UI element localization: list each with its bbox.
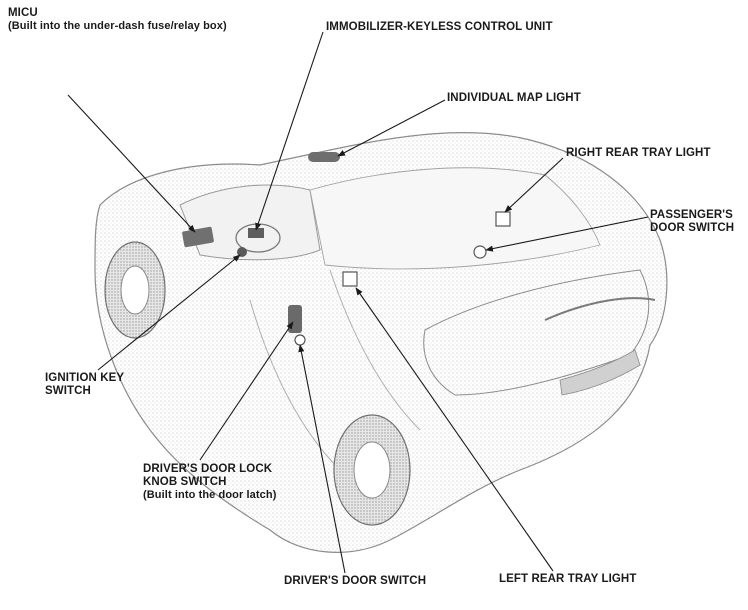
label-left-rear-tray-light: LEFT REAR TRAY LIGHT [499, 573, 636, 586]
label-micu: MICU (Built into the under-dash fuse/rel… [8, 7, 227, 33]
map-light-unit [308, 152, 340, 162]
door-lock-line1: DRIVER'S DOOR LOCK [143, 463, 273, 475]
label-right-rear-tray-light: RIGHT REAR TRAY LIGHT [566, 147, 711, 160]
rear-spoiler [544, 297, 656, 321]
label-passenger-door-switch: PASSENGER'S DOOR SWITCH [650, 209, 734, 235]
ignition-line2: SWITCH [45, 385, 91, 397]
leader-right-rear-tray [504, 157, 564, 213]
driver-door-title: DRIVER'S DOOR SWITCH [284, 575, 427, 587]
immobilizer-unit [248, 228, 264, 238]
micu-title: MICU [8, 7, 38, 19]
leader-micu [67, 94, 196, 233]
right-rear-tray-title: RIGHT REAR TRAY LIGHT [566, 147, 711, 159]
right-rear-tray-light-unit [495, 211, 511, 227]
leader-passenger-door [485, 216, 649, 252]
label-door-lock-knob-switch: DRIVER'S DOOR LOCK KNOB SWITCH (Built in… [143, 463, 276, 502]
leader-map-light [337, 99, 446, 157]
label-driver-door-switch: DRIVER'S DOOR SWITCH [284, 575, 426, 588]
map-light-title: INDIVIDUAL MAP LIGHT [447, 92, 581, 104]
taillight [559, 349, 641, 396]
windshield [179, 184, 321, 261]
ignition-line1: IGNITION KEY [45, 372, 125, 384]
leader-lines [67, 31, 649, 574]
passenger-door-switch-unit [473, 245, 487, 259]
roof-panel [309, 167, 601, 270]
left-rear-tray-light-unit [342, 271, 358, 287]
door-lock-knob-switch-unit [288, 305, 302, 333]
driver-door-switch-unit [294, 334, 306, 346]
door-lock-note: (Built into the door latch) [143, 489, 277, 501]
car-body [94, 131, 668, 553]
ignition-switch-unit [237, 247, 247, 257]
leader-left-rear-tray [355, 287, 554, 572]
immobilizer-title: IMMOBILIZER-KEYLESS CONTROL UNIT [326, 21, 553, 33]
passenger-door-line2: DOOR SWITCH [650, 222, 735, 234]
components [182, 152, 511, 346]
door-line [249, 269, 421, 471]
leader-driver-door [298, 344, 346, 574]
micu-note: (Built into the under-dash fuse/relay bo… [8, 20, 227, 32]
leader-ignition [97, 254, 241, 371]
label-immobilizer: IMMOBILIZER-KEYLESS CONTROL UNIT [326, 21, 553, 34]
leader-immobilizer [255, 31, 324, 231]
left-rear-tray-title: LEFT REAR TRAY LIGHT [499, 573, 637, 585]
label-map-light: INDIVIDUAL MAP LIGHT [447, 92, 581, 105]
leader-door-lock [199, 321, 294, 461]
label-ignition-key-switch: IGNITION KEY SWITCH [45, 372, 124, 398]
passenger-door-line1: PASSENGER'S [650, 209, 733, 221]
door-lock-line2: KNOB SWITCH [143, 476, 227, 488]
